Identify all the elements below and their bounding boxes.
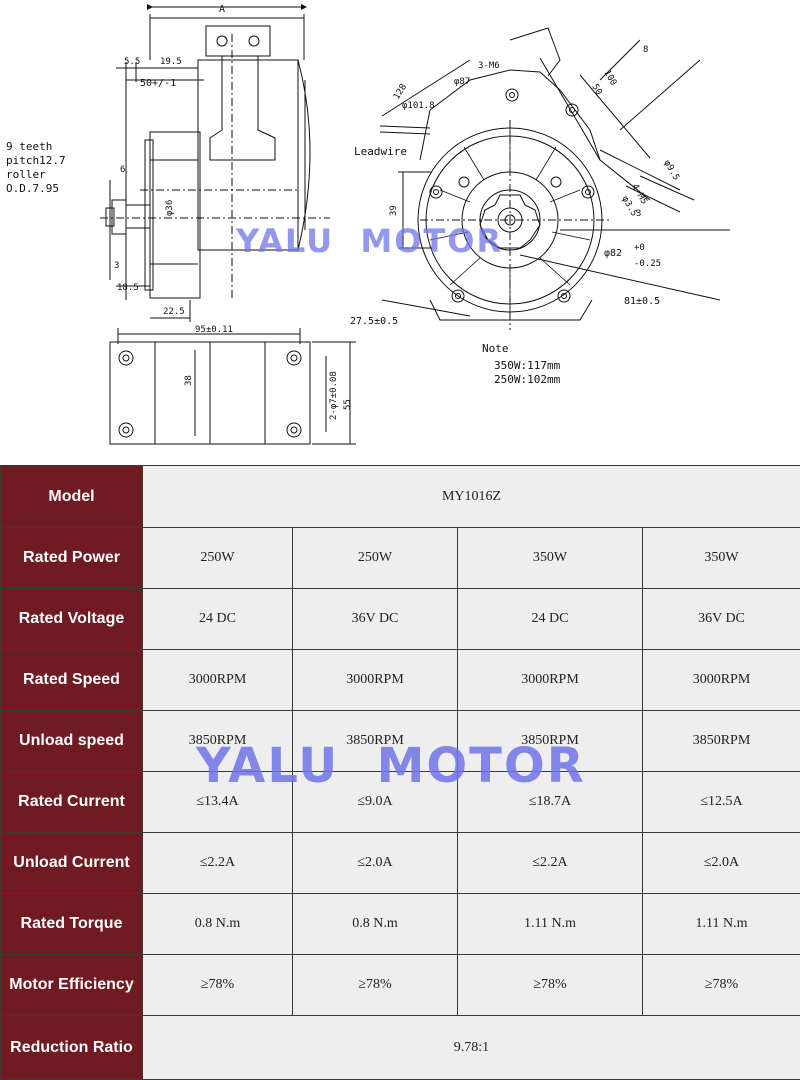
spec-row-reduction-ratio: Reduction Ratio 9.78:1: [1, 1016, 800, 1080]
spec-row-rated-current: Rated Current ≤13.4A ≤9.0A ≤18.7A ≤12.5A: [1, 772, 800, 833]
dim-3: 3: [114, 261, 119, 271]
spec-row-unload-speed: Unload speed 3850RPM 3850RPM 3850RPM 385…: [1, 711, 800, 772]
spec-cell: 36V DC: [643, 589, 800, 650]
dim-50b: 50: [589, 83, 603, 97]
spec-cell: 3000RPM: [293, 650, 458, 711]
spec-cell: 3000RPM: [143, 650, 293, 711]
spec-cell: ≤2.2A: [458, 833, 643, 894]
spec-cell: 1.11 N.m: [458, 894, 643, 955]
spec-cell: ≥78%: [143, 955, 293, 1016]
spec-label: Unload speed: [1, 711, 143, 772]
spec-label: Rated Voltage: [1, 589, 143, 650]
dim-6: 6: [120, 165, 125, 175]
dim-39: 39: [389, 205, 399, 216]
spec-cell: ≤13.4A: [143, 772, 293, 833]
spec-cell: ≥78%: [643, 955, 800, 1016]
spec-cell: 3850RPM: [143, 711, 293, 772]
spec-cell: 0.8 N.m: [143, 894, 293, 955]
spec-row-unload-current: Unload Current ≤2.2A ≤2.0A ≤2.2A ≤2.0A: [1, 833, 800, 894]
spec-cell: ≥78%: [458, 955, 643, 1016]
spec-cell: 3850RPM: [458, 711, 643, 772]
dim-m6: 3-M6: [478, 61, 500, 71]
spec-cell: 36V DC: [293, 589, 458, 650]
dim-82-tol-up: +0: [634, 243, 645, 253]
spec-cell: ≤18.7A: [458, 772, 643, 833]
od-label: O.D.7.95: [6, 182, 59, 195]
roller-label: roller: [6, 168, 46, 181]
spec-cell: ≤2.2A: [143, 833, 293, 894]
dim-5-5: 5.5: [124, 57, 140, 67]
spec-value-ratio: 9.78:1: [143, 1016, 800, 1080]
dim-38: 38: [184, 375, 194, 386]
dim-55: 55: [343, 399, 353, 410]
note-350w: 350W:117mm: [494, 359, 561, 372]
plan-view: [110, 328, 356, 444]
spec-label: Rated Speed: [1, 650, 143, 711]
dim-19-5: 19.5: [160, 57, 182, 67]
note-title: Note: [482, 342, 509, 355]
dim-81: 81±0.5: [624, 296, 660, 307]
dim-101: φ101.8: [402, 101, 435, 111]
spec-label: Rated Torque: [1, 894, 143, 955]
spec-cell: 250W: [293, 528, 458, 589]
dim-82-tol-down: -0.25: [634, 259, 661, 269]
dim-36: φ36: [165, 200, 175, 216]
spec-cell: 3000RPM: [643, 650, 800, 711]
spec-cell: ≥78%: [293, 955, 458, 1016]
drawing-watermark: YALU MOTOR: [235, 222, 503, 260]
dim-8: 8: [643, 45, 648, 55]
dim-22-5: 22.5: [163, 307, 185, 317]
dim-holes: 2-φ7±0.08: [329, 371, 339, 420]
dim-27-5: 27.5±0.5: [350, 316, 398, 327]
spec-cell: 24 DC: [143, 589, 293, 650]
dim-128: 128: [392, 82, 409, 101]
drawing-canvas: 9 teeth pitch12.7 roller O.D.7.95 Leadwi…: [0, 0, 800, 465]
spec-label: Rated Current: [1, 772, 143, 833]
spec-label: Rated Power: [1, 528, 143, 589]
teeth-label: 9 teeth: [6, 140, 52, 153]
spec-label: Motor Efficiency: [1, 955, 143, 1016]
spec-label-model: Model: [1, 466, 143, 528]
dim-82: φ82: [604, 248, 622, 259]
spec-cell: ≤9.0A: [293, 772, 458, 833]
dim-small2: φ9.5: [661, 159, 681, 183]
spec-cell: ≤2.0A: [293, 833, 458, 894]
side-view: [100, 7, 330, 322]
spec-label-ratio: Reduction Ratio: [1, 1016, 143, 1080]
spec-cell: 1.11 N.m: [643, 894, 800, 955]
spec-table: Model MY1016Z Rated Power 250W 250W 350W…: [0, 465, 800, 1080]
dim-95: 95±0.11: [195, 325, 233, 335]
leadwire-label: Leadwire: [354, 145, 407, 158]
spec-row-rated-speed: Rated Speed 3000RPM 3000RPM 3000RPM 3000…: [1, 650, 800, 711]
spec-row-rated-torque: Rated Torque 0.8 N.m 0.8 N.m 1.11 N.m 1.…: [1, 894, 800, 955]
spec-row-rated-power: Rated Power 250W 250W 350W 350W: [1, 528, 800, 589]
dim-a: A: [219, 4, 225, 15]
spec-cell: 3850RPM: [293, 711, 458, 772]
spec-row-model: Model MY1016Z: [1, 466, 800, 528]
spec-cell: ≤2.0A: [643, 833, 800, 894]
spec-cell: 350W: [458, 528, 643, 589]
dim-18-5: 18.5: [117, 283, 139, 293]
spec-label: Unload Current: [1, 833, 143, 894]
technical-drawing: 9 teeth pitch12.7 roller O.D.7.95 Leadwi…: [0, 0, 800, 465]
spec-value-model: MY1016Z: [143, 466, 800, 528]
spec-cell: ≤12.5A: [643, 772, 800, 833]
spec-cell: 3850RPM: [643, 711, 800, 772]
pitch-label: pitch12.7: [6, 154, 66, 167]
spec-cell: 250W: [143, 528, 293, 589]
dim-100: 100: [601, 69, 618, 88]
spec-row-motor-efficiency: Motor Efficiency ≥78% ≥78% ≥78% ≥78%: [1, 955, 800, 1016]
note-250w: 250W:102mm: [494, 373, 561, 386]
spec-cell: 0.8 N.m: [293, 894, 458, 955]
spec-cell: 350W: [643, 528, 800, 589]
dim-50: 50+/-1: [140, 78, 176, 89]
spec-row-rated-voltage: Rated Voltage 24 DC 36V DC 24 DC 36V DC: [1, 589, 800, 650]
spec-cell: 24 DC: [458, 589, 643, 650]
spec-cell: 3000RPM: [458, 650, 643, 711]
dim-87: φ87: [454, 77, 470, 87]
